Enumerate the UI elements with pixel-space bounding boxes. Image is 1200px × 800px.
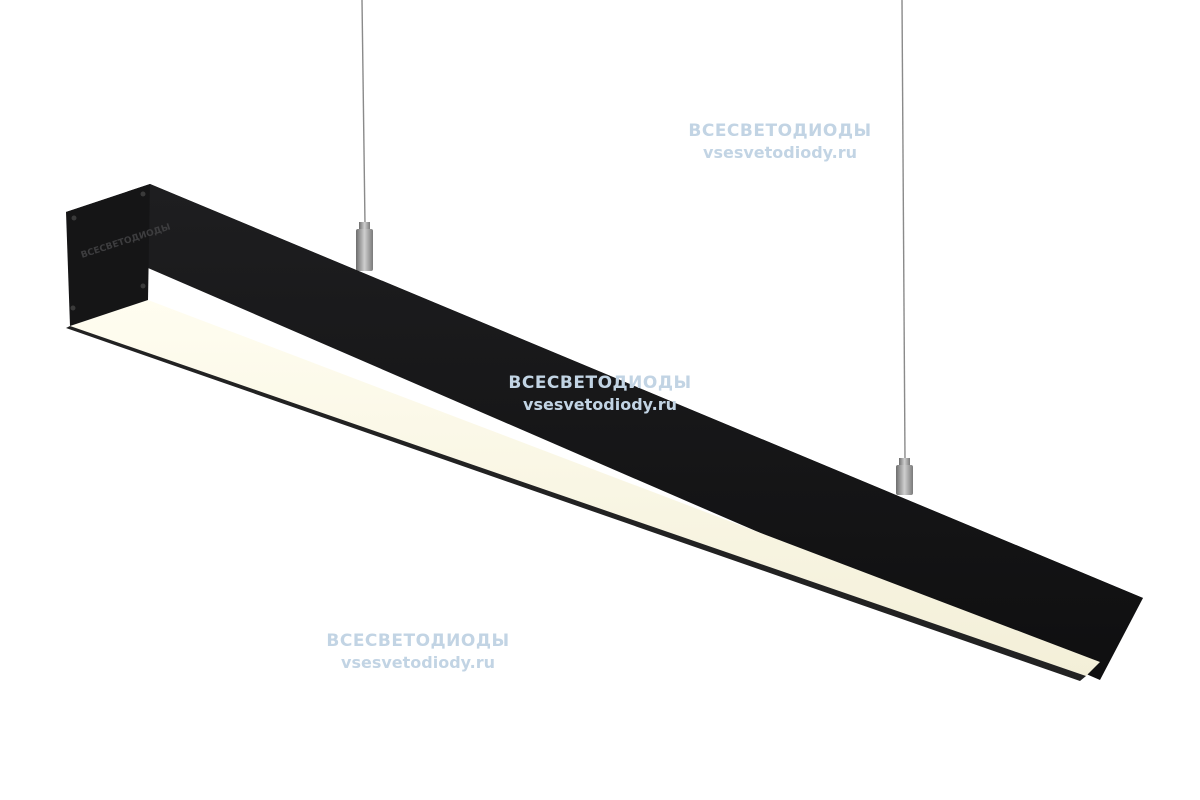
watermark-url: vsesvetodiody.ru	[523, 395, 677, 414]
led-diffuser	[70, 300, 1100, 676]
watermark-center: ВСЕСВЕТОДИОДЫ vsesvetodiody.ru	[500, 372, 700, 416]
left-cable-clamp	[356, 222, 373, 271]
watermark-top: ВСЕСВЕТОДИОДЫ vsesvetodiody.ru	[680, 120, 880, 164]
luminaire-underside-edge	[66, 326, 1086, 681]
watermark-url: vsesvetodiody.ru	[703, 143, 857, 162]
screw-icon	[70, 305, 76, 311]
right-cable-clamp	[896, 458, 913, 495]
watermark-bottom: ВСЕСВЕТОДИОДЫ vsesvetodiody.ru	[318, 630, 518, 674]
watermark-brand: ВСЕСВЕТОДИОДЫ	[688, 121, 872, 141]
watermark-brand: ВСЕСВЕТОДИОДЫ	[508, 373, 692, 393]
watermark-url: vsesvetodiody.ru	[341, 653, 495, 672]
screw-icon	[71, 215, 77, 221]
right-suspension-cable	[901, 0, 906, 461]
left-suspension-cable	[361, 0, 366, 226]
screw-icon	[140, 283, 146, 289]
luminaire-side-face	[148, 184, 1143, 680]
watermark-brand: ВСЕСВЕТОДИОДЫ	[326, 631, 510, 651]
screw-icon	[140, 191, 146, 197]
luminaire-end-cap	[66, 184, 150, 326]
